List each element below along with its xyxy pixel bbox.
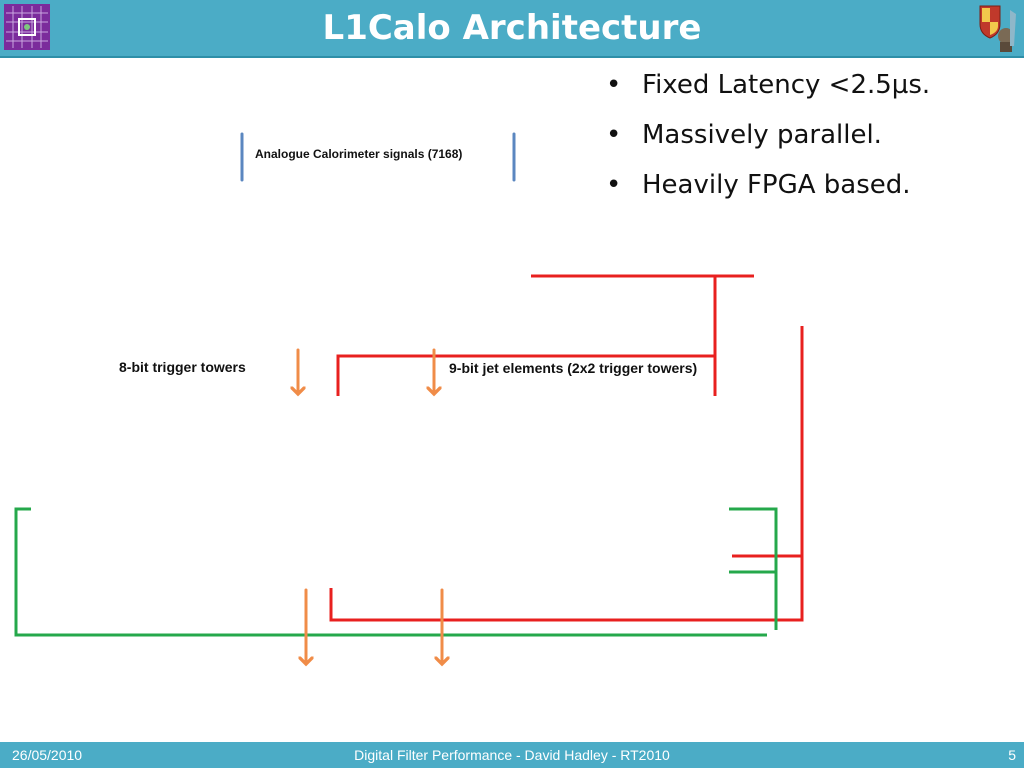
orange-arrows — [298, 348, 442, 664]
footer-bar: 26/05/2010 Digital Filter Performance - … — [0, 742, 1024, 768]
page-title: L1Calo Architecture — [322, 8, 702, 48]
footer-caption: Digital Filter Performance - David Hadle… — [354, 747, 670, 763]
bullet-text: Heavily FPGA based. — [642, 170, 911, 200]
title-bar: L1Calo Architecture — [0, 0, 1024, 58]
bullet-text: Massively parallel. — [642, 120, 882, 150]
bullet-glyph: • — [606, 170, 622, 200]
grid-logo-icon — [4, 4, 50, 50]
university-crest-icon — [979, 5, 1016, 52]
jet-elements-label: 9-bit jet elements (2x2 trigger towers) — [449, 360, 698, 376]
bullet-text: Fixed Latency <2.5µs. — [642, 70, 931, 100]
bullet-glyph: • — [606, 70, 622, 100]
green-connection-lines — [14, 507, 778, 637]
green-line-loop — [14, 507, 767, 637]
bullet-item: • Massively parallel. — [600, 110, 1010, 160]
bullet-item: • Fixed Latency <2.5µs. — [600, 60, 1010, 110]
footer-date: 26/05/2010 — [12, 747, 83, 763]
page-number: 5 — [1008, 747, 1016, 763]
analogue-signal-bars — [240, 132, 516, 182]
bullet-list: • Fixed Latency <2.5µs. • Massively parall… — [600, 60, 1010, 210]
red-line-bracket — [336, 354, 715, 396]
trigger-towers-label: 8-bit trigger towers — [119, 359, 246, 375]
red-connection-lines — [329, 274, 804, 622]
bullet-glyph: • — [606, 120, 622, 150]
bullet-item: • Heavily FPGA based. — [600, 160, 1010, 210]
analogue-signals-label: Analogue Calorimeter signals (7168) — [255, 147, 463, 161]
green-line-bracket — [729, 507, 778, 630]
red-line-bottom-loop — [329, 326, 804, 622]
